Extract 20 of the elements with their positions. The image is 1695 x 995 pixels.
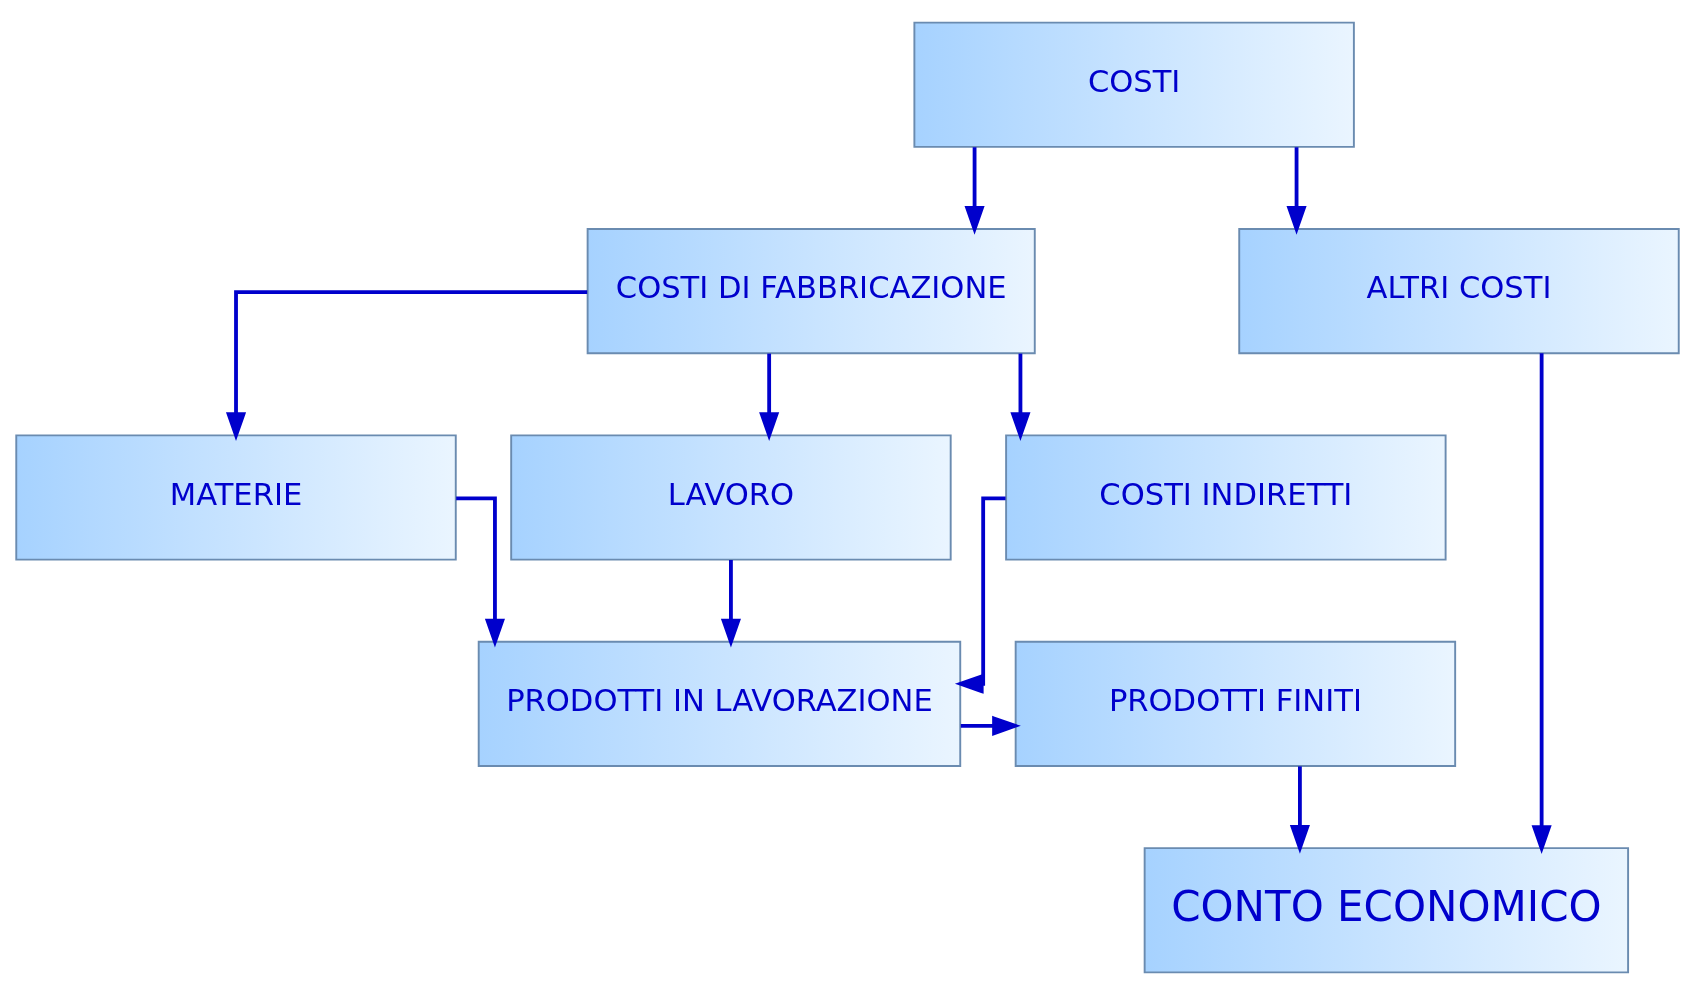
arrow: [1289, 766, 1310, 854]
node-box: CONTO ECONOMICO: [1143, 847, 1630, 974]
node-box: COSTI DI FABBRICAZIONE: [586, 228, 1036, 355]
arrow: [225, 290, 588, 442]
arrow: [1010, 353, 1031, 441]
arrow: [1286, 147, 1307, 235]
arrow: [954, 496, 1006, 694]
node-box: LAVORO: [510, 434, 952, 561]
arrow: [759, 353, 780, 441]
node-box: PRODOTTI IN LAVORAZIONE: [477, 640, 962, 767]
node-box: COSTI INDIRETTI: [1005, 434, 1447, 561]
node-box: PRODOTTI FINITI: [1014, 640, 1457, 767]
arrow: [960, 715, 1021, 736]
node-box: MATERIE: [15, 434, 457, 561]
arrow: [456, 496, 505, 648]
arrow: [720, 560, 741, 648]
node-box: COSTI: [913, 21, 1355, 148]
node-box: ALTRI COSTI: [1238, 228, 1680, 355]
arrow: [1531, 353, 1552, 854]
arrow: [964, 147, 985, 235]
